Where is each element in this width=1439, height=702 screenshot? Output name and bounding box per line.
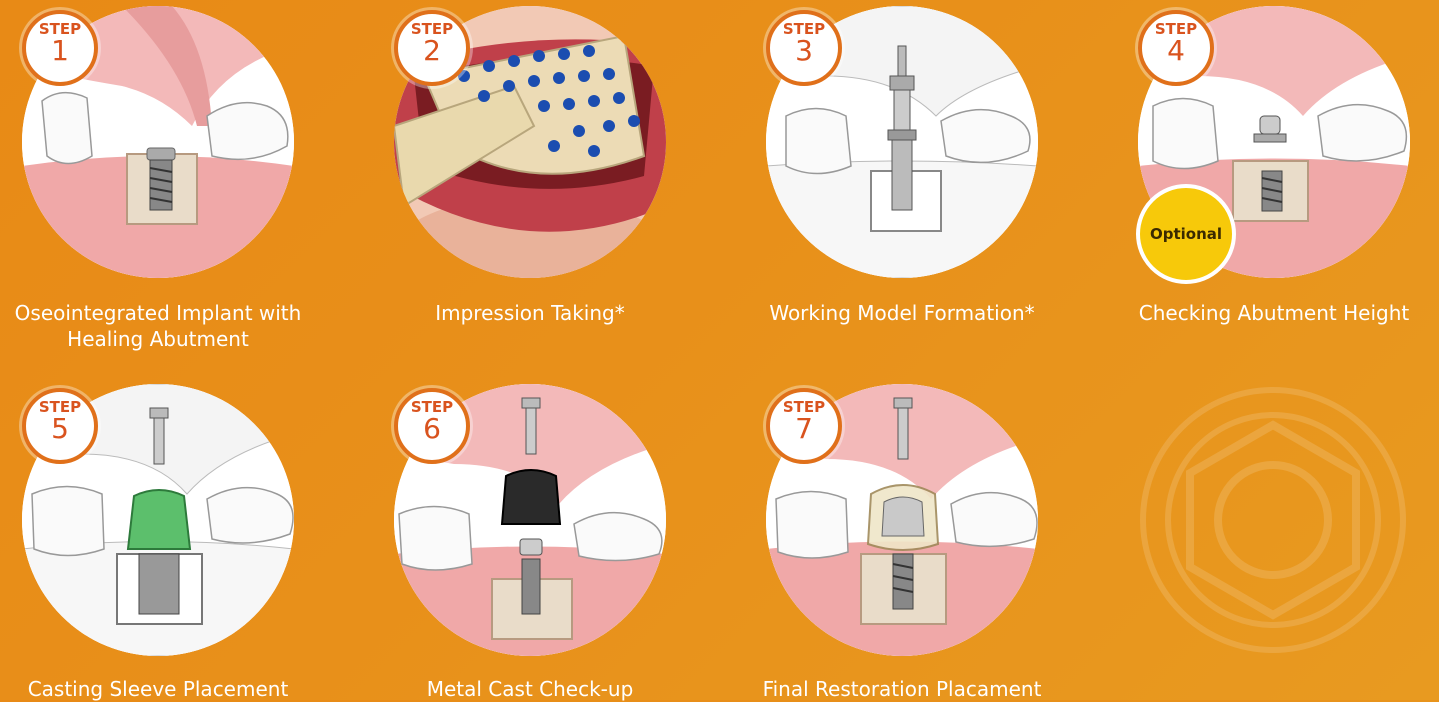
- step-6-badge: STEP 6: [394, 388, 470, 464]
- step-5-caption: Casting Sleeve Placement: [0, 676, 338, 702]
- step-2-caption: Impression Taking*: [350, 300, 710, 326]
- step-badge-number: 5: [26, 415, 94, 443]
- step-1-badge: STEP 1: [22, 10, 98, 86]
- step-badge-number: 6: [398, 415, 466, 443]
- background-emblem-icon: [1138, 385, 1408, 655]
- step-6-caption: Metal Cast Check-up: [350, 676, 710, 702]
- step-3-caption-line1: Working Model Formation*: [722, 300, 1082, 326]
- step-badge-number: 1: [26, 37, 94, 65]
- step-7-badge: STEP 7: [766, 388, 842, 464]
- step-1-caption-line1: Oseointegrated Implant with: [0, 300, 338, 326]
- step-3-caption: Working Model Formation*: [722, 300, 1082, 326]
- step-4-badge: STEP 4: [1138, 10, 1214, 86]
- step-1-caption: Oseointegrated Implant with Healing Abut…: [0, 300, 338, 352]
- step-badge-number: 3: [770, 37, 838, 65]
- step-5-caption-line1: Casting Sleeve Placement: [0, 676, 338, 702]
- step-badge-number: 4: [1142, 37, 1210, 65]
- step-2-badge: STEP 2: [394, 10, 470, 86]
- step-6-caption-line1: Metal Cast Check-up: [350, 676, 710, 702]
- step-4-caption-line1: Checking Abutment Height: [1094, 300, 1439, 326]
- step-badge-number: 7: [770, 415, 838, 443]
- step-1-caption-line2: Healing Abutment: [0, 326, 338, 352]
- step-7-caption: Final Restoration Placament: [722, 676, 1082, 702]
- step-badge-number: 2: [398, 37, 466, 65]
- step-2-caption-line1: Impression Taking*: [350, 300, 710, 326]
- step-5-badge: STEP 5: [22, 388, 98, 464]
- optional-badge: Optional: [1136, 184, 1236, 284]
- step-3-badge: STEP 3: [766, 10, 842, 86]
- step-7-caption-line1: Final Restoration Placament: [722, 676, 1082, 702]
- step-4-caption: Checking Abutment Height: [1094, 300, 1439, 326]
